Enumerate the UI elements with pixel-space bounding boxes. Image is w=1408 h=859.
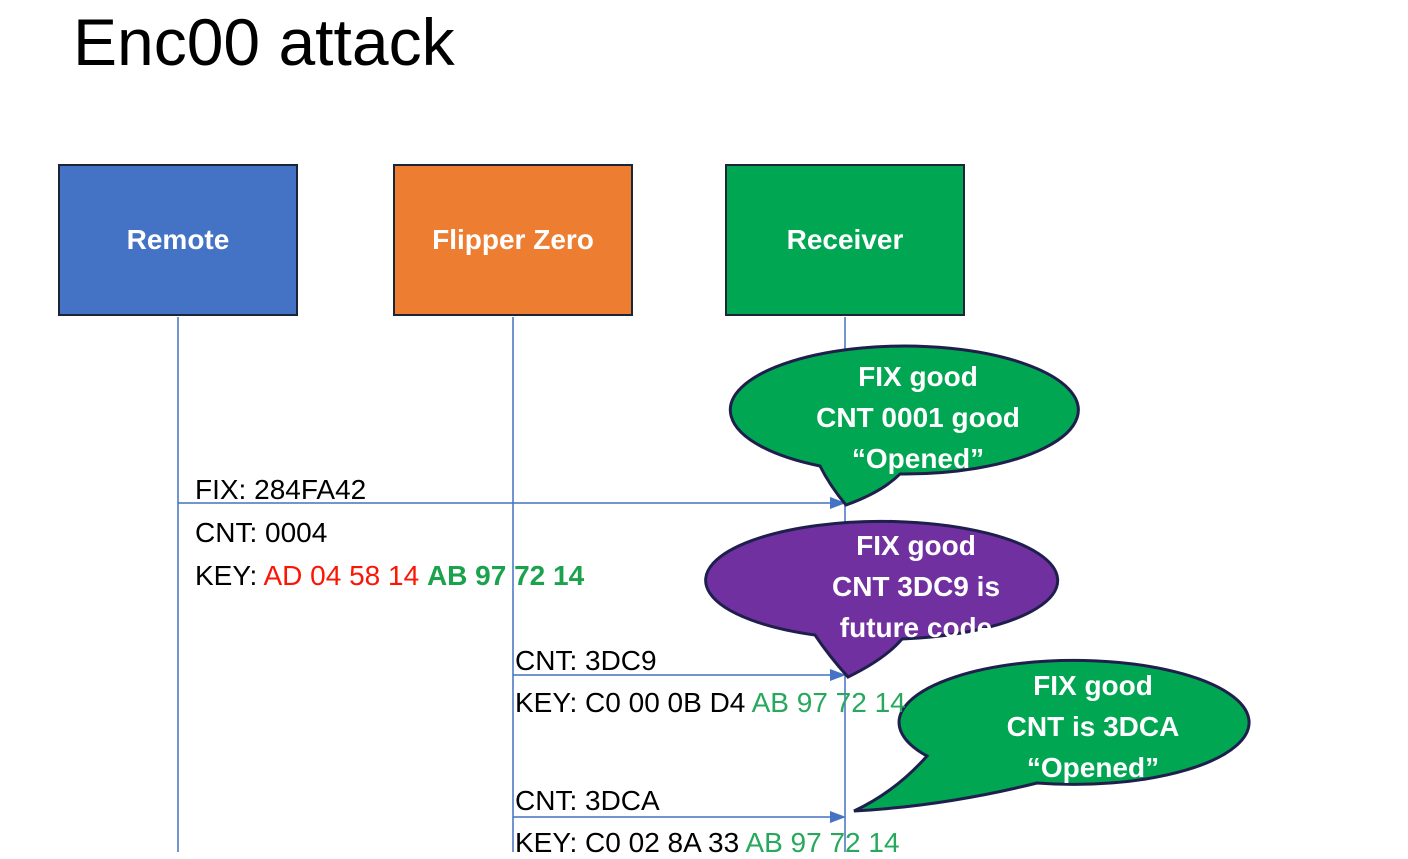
message-2-key-label: KEY: xyxy=(515,687,586,718)
speech-bubble-3 xyxy=(853,658,1251,813)
message-1-cnt: CNT: 0004 xyxy=(195,517,328,548)
message-arrow-1-head xyxy=(830,497,846,509)
actor-label-receiver: Receiver xyxy=(786,224,904,255)
message-3-cnt: CNT: 3DCA xyxy=(515,785,660,816)
bubble-3-line-1: FIX good xyxy=(1033,670,1153,701)
message-2-cnt: CNT: 3DC9 xyxy=(515,645,657,676)
message-3-key-label: KEY: xyxy=(515,827,586,858)
actor-box-remote: Remote xyxy=(58,164,298,316)
message-arrow-2-head xyxy=(830,669,846,681)
message-2-text: CNT: 3DC9 KEY: C0 00 0B D4 AB 97 72 14 xyxy=(515,640,906,724)
bubble-2-line-2: CNT 3DC9 is xyxy=(831,571,1001,602)
bubble-1-line-1: FIX good xyxy=(858,361,978,392)
message-1-text: FIX: 284FA42 CNT: 0004 KEY: AD 04 58 14 … xyxy=(195,468,584,597)
bubble-2-line-3: future code xyxy=(839,612,993,643)
speech-bubble-3-text: FIX good CNT is 3DCA “Opened” xyxy=(943,665,1243,788)
message-3-key-green: AB 97 72 14 xyxy=(745,827,900,858)
message-3-text: CNT: 3DCA KEY: C0 02 8A 33 AB 97 72 14 xyxy=(515,780,900,859)
message-3-key: KEY: C0 02 8A 33 AB 97 72 14 xyxy=(515,822,900,859)
bubble-3-line-3: “Opened” xyxy=(1026,752,1160,783)
slide-title: Enc00 attack xyxy=(73,5,455,79)
message-arrow-3-head xyxy=(830,811,846,823)
actor-box-receiver: Receiver xyxy=(725,164,965,316)
message-3-key-black: C0 02 8A 33 xyxy=(585,827,746,858)
actor-label-remote: Remote xyxy=(126,224,230,255)
message-1-key: KEY: AD 04 58 14 AB 97 72 14 xyxy=(195,554,584,597)
bubble-1-line-2: CNT 0001 good xyxy=(816,402,1020,433)
message-1-fix: FIX: 284FA42 xyxy=(195,474,367,505)
message-2-key-green: AB 97 72 14 xyxy=(751,687,906,718)
speech-bubble-2 xyxy=(704,519,1060,679)
actor-label-flipper-zero: Flipper Zero xyxy=(432,224,594,255)
actor-box-flipper-zero: Flipper Zero xyxy=(393,164,633,316)
message-2-key: KEY: C0 00 0B D4 AB 97 72 14 xyxy=(515,682,906,724)
message-2-key-black: C0 00 0B D4 xyxy=(585,687,752,718)
bubble-3-line-2: CNT is 3DCA xyxy=(1006,711,1180,742)
message-1-key-red: AD 04 58 14 xyxy=(263,560,427,591)
bubble-2-line-1: FIX good xyxy=(856,530,976,561)
bubble-1-line-3: “Opened” xyxy=(851,443,985,474)
speech-bubble-2-text: FIX good CNT 3DC9 is future code xyxy=(766,525,1066,648)
speech-bubble-1-text: FIX good CNT 0001 good “Opened” xyxy=(768,356,1068,479)
message-1-key-label: KEY: xyxy=(195,560,264,591)
message-1-key-green: AB 97 72 14 xyxy=(426,560,585,591)
speech-bubble-1 xyxy=(728,344,1080,507)
